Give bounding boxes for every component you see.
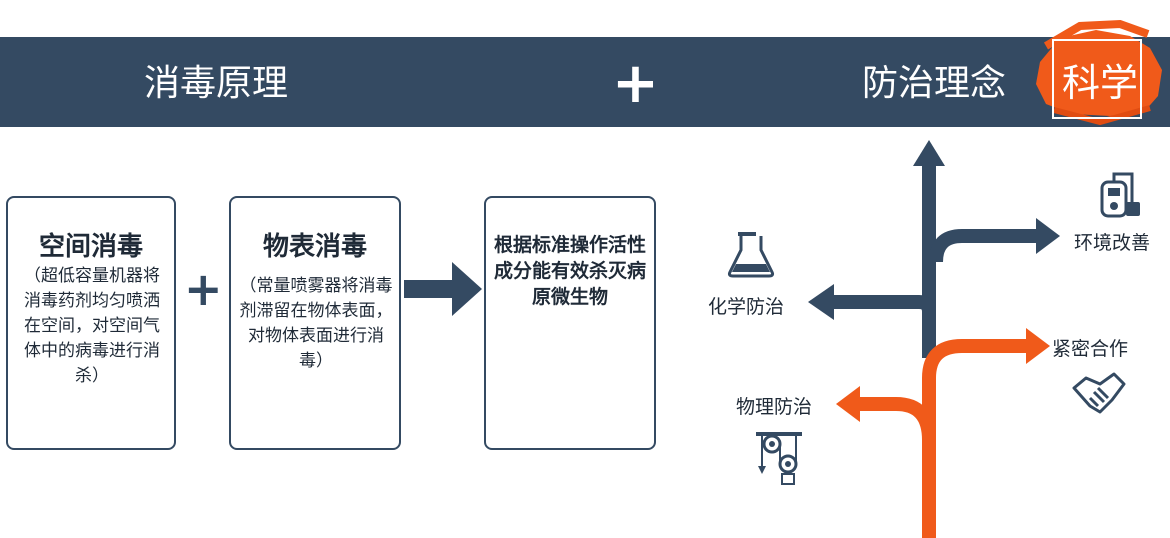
header-banner xyxy=(0,37,1170,127)
surface-disinfection-box: 物表消毒 （常量喷雾器将消毒剂滞留在物体表面，对物体表面进行消毒） xyxy=(229,196,401,450)
orange-branches xyxy=(836,328,1050,538)
plus-sign: + xyxy=(184,262,223,316)
navy-branches xyxy=(808,140,1060,358)
space-disinfection-box: 空间消毒 （超低容量机器将消毒药剂均匀喷洒在空间，对空间气体中的病毒进行消杀） xyxy=(6,196,176,450)
handshake-icon xyxy=(1072,372,1126,414)
chemical-control-label: 化学防治 xyxy=(708,296,785,318)
vacuum-cleaner-icon xyxy=(1100,172,1140,218)
pulley-icon xyxy=(756,432,802,485)
banner-plus: + xyxy=(612,51,659,116)
badge-brush xyxy=(1036,19,1162,126)
arrow-to-result xyxy=(404,262,482,316)
physical-control-label: 物理防治 xyxy=(736,396,813,418)
prevention-concept-title: 防治理念 xyxy=(862,63,1007,104)
result-box: 根据标准操作活性成分能有效杀灭病原微生物 xyxy=(484,196,656,450)
science-badge-text: 科学 xyxy=(1062,61,1139,105)
result-text: 根据标准操作活性成分能有效杀灭病原微生物 xyxy=(493,234,646,308)
box-description: （超低容量机器将消毒药剂均匀喷洒在空间，对空间气体中的病毒进行消杀） xyxy=(24,266,160,386)
flask-icon xyxy=(727,232,775,278)
box-title: 物表消毒 xyxy=(262,232,367,262)
box-title: 空间消毒 xyxy=(38,232,143,262)
box-description: （常量喷雾器将消毒剂滞留在物体表面，对物体表面进行消毒） xyxy=(239,276,393,371)
environment-improvement-label: 环境改善 xyxy=(1074,232,1151,254)
disinfection-principle-title: 消毒原理 xyxy=(144,63,289,104)
close-cooperation-label: 紧密合作 xyxy=(1052,338,1129,360)
